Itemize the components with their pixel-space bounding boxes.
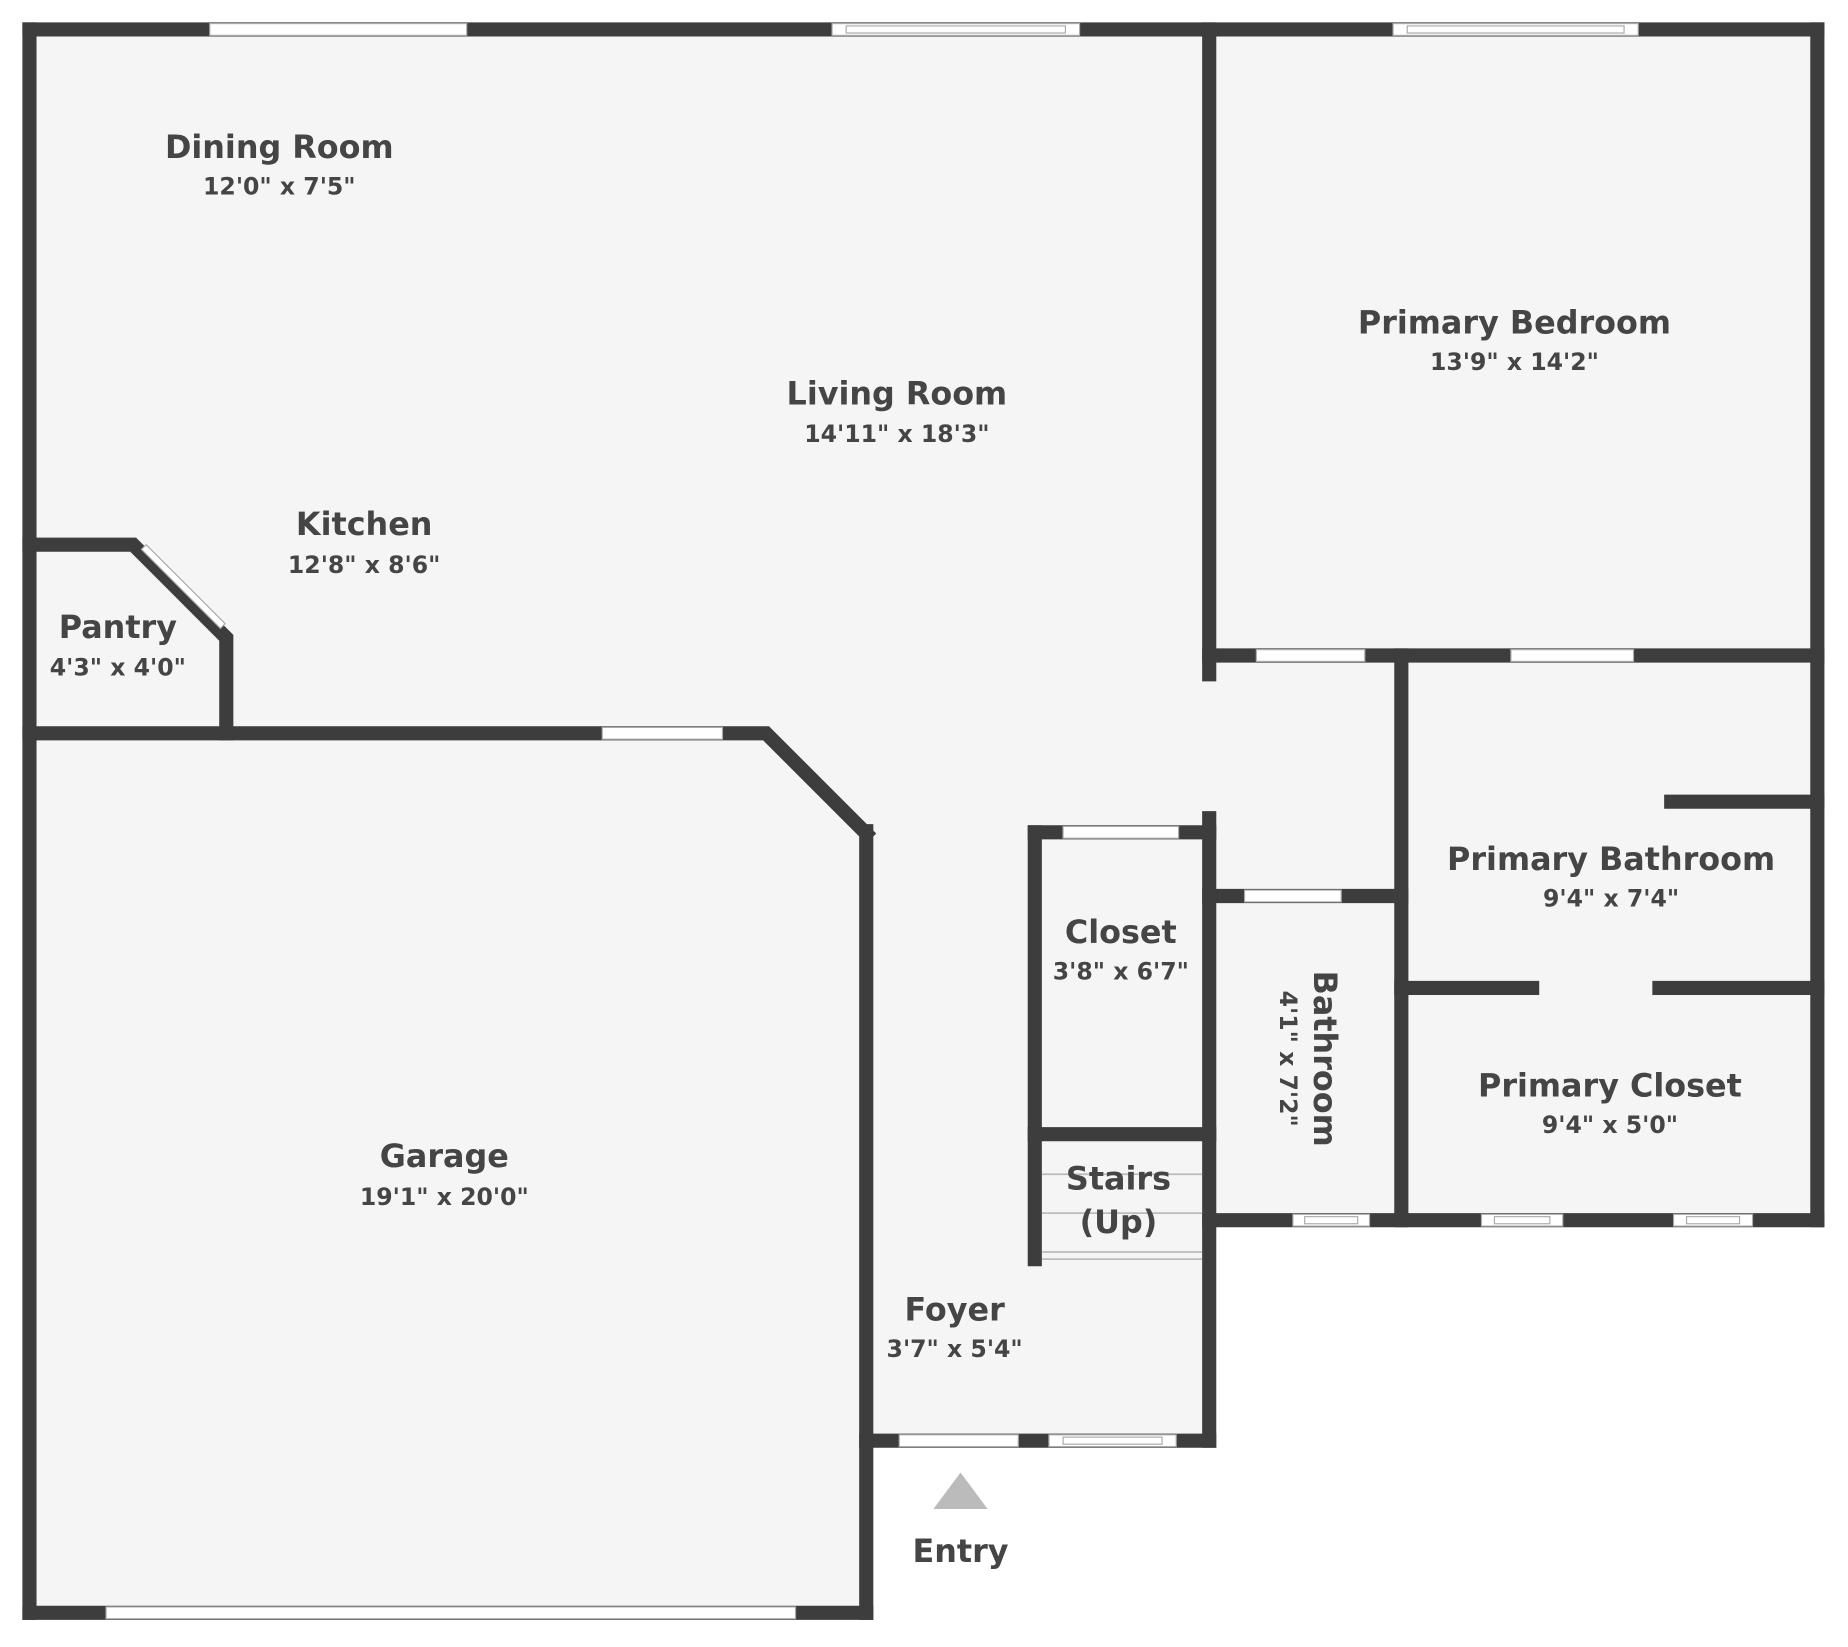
room-pantry: Pantry 4'3" x 4'0" bbox=[50, 608, 186, 682]
room-foyer: Foyer 3'7" x 5'4" bbox=[887, 1290, 1023, 1363]
room-stairs: Stairs (Up) bbox=[1066, 1160, 1171, 1242]
room-name: Living Room bbox=[787, 374, 1008, 412]
room-bathroom: Bathroom 4'1" x 7'2" bbox=[1274, 971, 1344, 1147]
room-kitchen: Kitchen 12'8" x 8'6" bbox=[288, 505, 441, 579]
room-name: Stairs bbox=[1066, 1160, 1171, 1198]
room-dimensions: 9'4" x 7'4" bbox=[1543, 885, 1679, 913]
room-name: Pantry bbox=[59, 608, 177, 646]
floor-fill bbox=[29, 29, 1818, 1613]
room-name: Garage bbox=[380, 1137, 509, 1175]
room-living: Living Room 14'11" x 18'3" bbox=[787, 374, 1008, 448]
entry-marker: Entry bbox=[913, 1472, 1009, 1570]
room-dimensions: 9'4" x 5'0" bbox=[1542, 1111, 1678, 1139]
room-dimensions: 3'8" x 6'7" bbox=[1053, 958, 1189, 986]
room-primary-bathroom: Primary Bathroom 9'4" x 7'4" bbox=[1447, 840, 1775, 913]
room-dimensions: 4'1" x 7'2" bbox=[1274, 991, 1302, 1127]
room-closet: Closet 3'8" x 6'7" bbox=[1053, 913, 1189, 986]
room-dimensions: 14'11" x 18'3" bbox=[804, 420, 989, 448]
room-name: Primary Bathroom bbox=[1447, 840, 1775, 878]
room-dining: Dining Room 12'0" x 7'5" bbox=[165, 128, 394, 201]
room-dimensions: 4'3" x 4'0" bbox=[50, 654, 186, 682]
room-dimensions: 3'7" x 5'4" bbox=[887, 1335, 1023, 1363]
room-dimensions: 19'1" x 20'0" bbox=[360, 1183, 529, 1211]
room-dimensions: 13'9" x 14'2" bbox=[1430, 348, 1599, 376]
room-dimensions: 12'8" x 8'6" bbox=[288, 551, 441, 579]
room-garage: Garage 19'1" x 20'0" bbox=[360, 1137, 529, 1211]
room-name: Primary Bedroom bbox=[1358, 304, 1671, 342]
room-name: (Up) bbox=[1080, 1203, 1158, 1241]
room-name: Dining Room bbox=[165, 128, 394, 166]
room-dimensions: 12'0" x 7'5" bbox=[203, 173, 356, 201]
entry-label: Entry bbox=[913, 1532, 1009, 1570]
room-name: Closet bbox=[1065, 913, 1177, 951]
room-primary-closet: Primary Closet 9'4" x 5'0" bbox=[1478, 1066, 1742, 1139]
windows-and-doors bbox=[105, 22, 1754, 1620]
room-name: Foyer bbox=[904, 1290, 1005, 1328]
room-name: Primary Closet bbox=[1478, 1066, 1742, 1104]
stairs-treads bbox=[1041, 1173, 1203, 1261]
room-primary-bedroom: Primary Bedroom 13'9" x 14'2" bbox=[1358, 304, 1671, 377]
room-name: Kitchen bbox=[296, 505, 432, 543]
entry-arrow-icon bbox=[933, 1472, 988, 1510]
room-name: Bathroom bbox=[1306, 971, 1344, 1147]
